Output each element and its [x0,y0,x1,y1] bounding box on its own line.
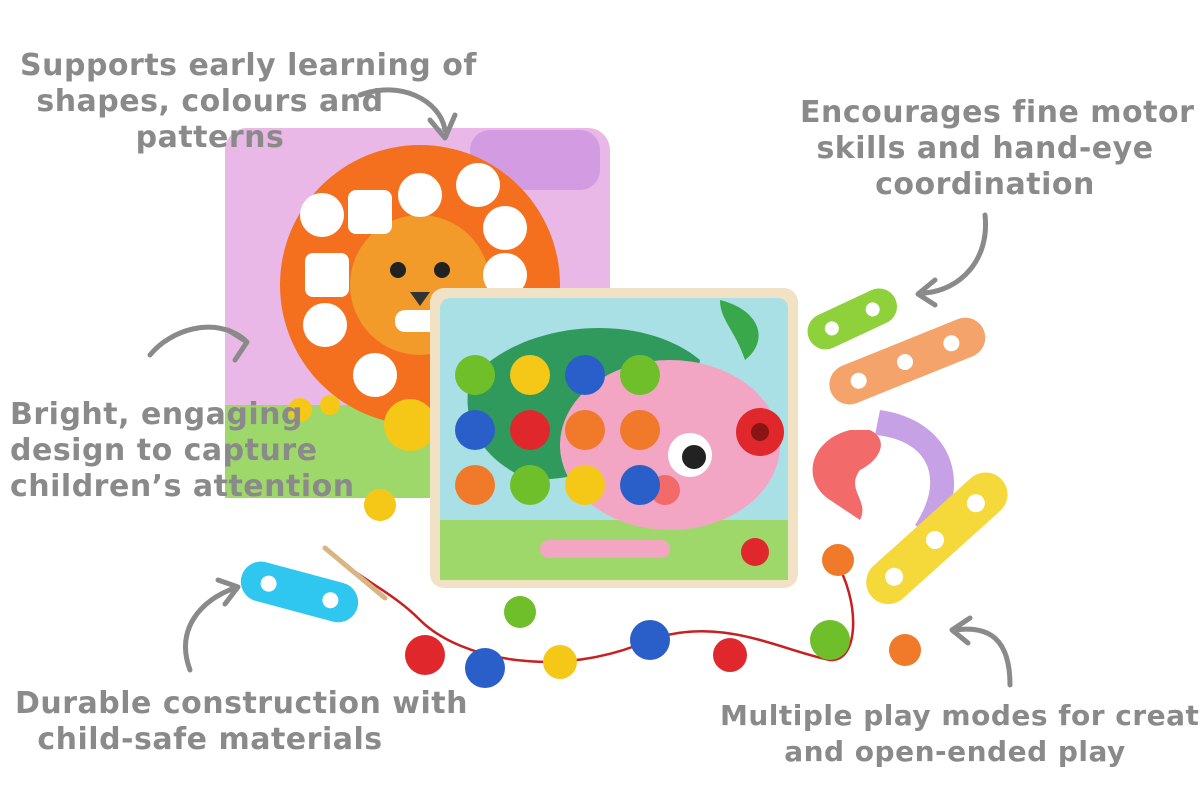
callout-line: Encourages fine motor [800,95,1195,130]
callout-line: Bright, engaging [10,397,303,432]
lacing-pieces [807,288,1008,605]
callout-motor: Encourages fine motor skills and hand-ey… [800,95,1195,203]
callout-line: child-safe materials [37,722,383,757]
callout-line: Durable construction with [15,686,468,721]
callout-design: Bright, engaging design to capture child… [10,397,355,505]
arrow-shapes [357,87,448,133]
arrow-play [952,626,1013,688]
callout-line: and open-ended play [784,735,1126,768]
callout-line: skills and hand-eye [816,131,1154,166]
board-pegs [455,355,784,505]
callout-line: design to capture [10,433,318,468]
callout-line: children’s attention [10,469,355,504]
callout-line: Multiple play modes for creative [720,699,1200,732]
callout-line: coordination [875,167,1095,202]
blue-lacing-strip [240,561,359,623]
callout-shapes: Supports early learning of shapes, colou… [20,48,477,156]
arrow-durable [183,585,238,673]
callout-durable: Durable construction with child-safe mat… [15,686,468,758]
callout-line: shapes, colours and [36,84,384,119]
loose-pegs [364,489,921,688]
hedgehog-board [430,288,798,588]
callout-line: patterns [135,120,285,155]
arrow-motor [922,212,989,296]
callout-line: Supports early learning of [20,48,477,83]
callout-play: Multiple play modes for creative and ope… [720,698,1200,770]
arrows [147,87,1013,688]
hedgehog-body [560,360,780,530]
